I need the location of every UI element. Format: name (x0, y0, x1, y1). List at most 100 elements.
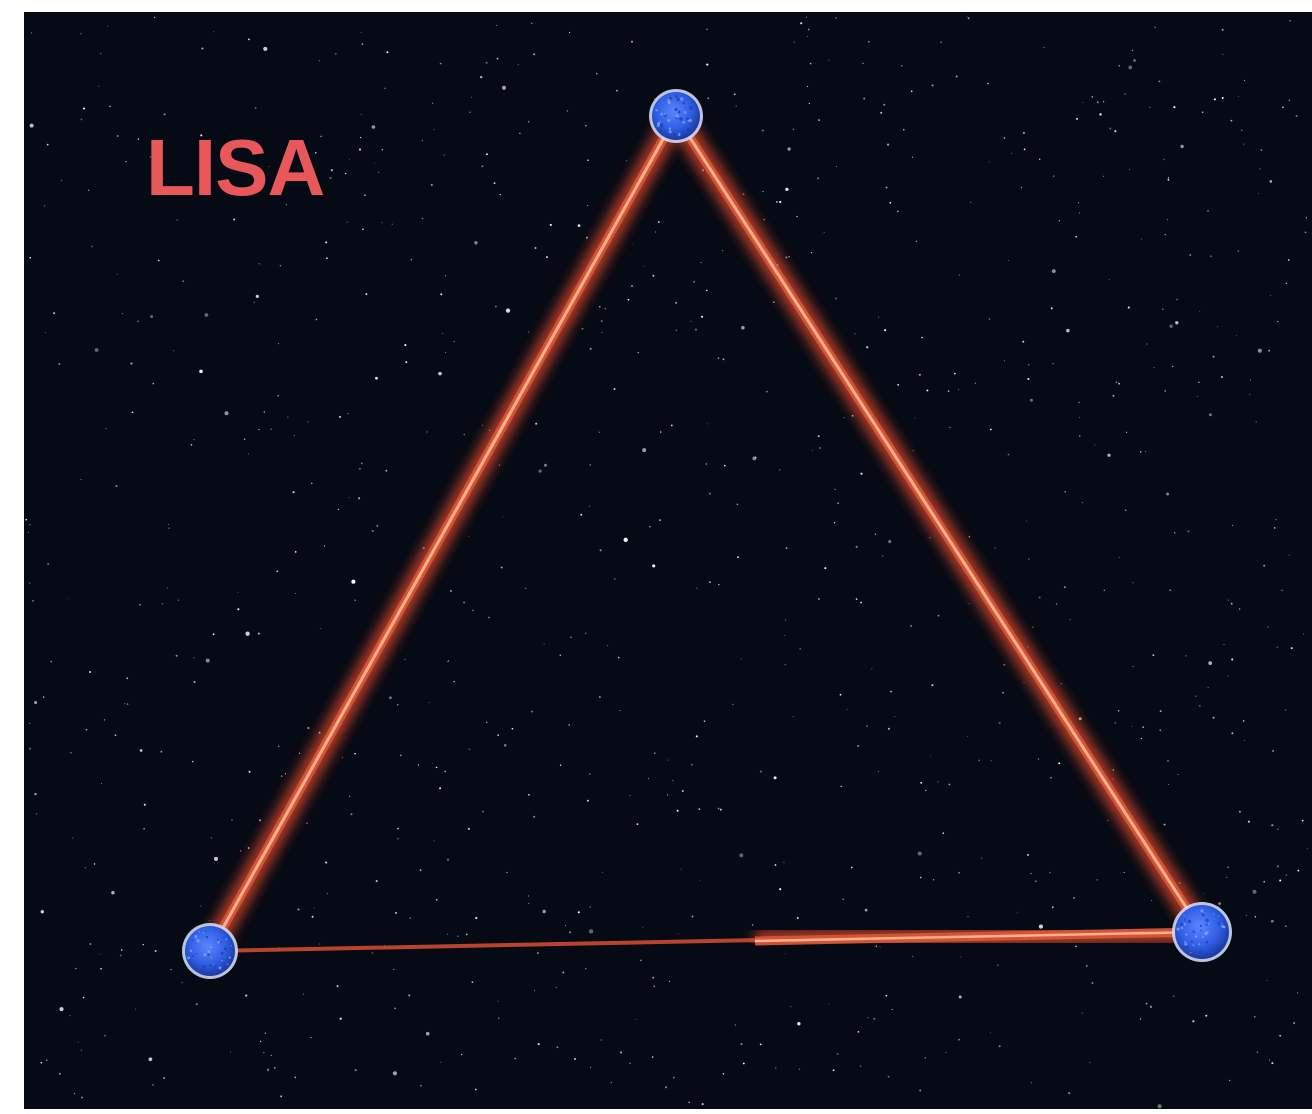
star (376, 525, 378, 527)
star (132, 411, 134, 413)
star (854, 333, 855, 334)
star (1124, 93, 1126, 95)
star (1286, 283, 1287, 284)
star (1056, 603, 1058, 605)
star (528, 331, 529, 332)
star (1222, 29, 1224, 31)
star (144, 804, 146, 806)
star (614, 578, 616, 580)
star (788, 256, 789, 257)
spacecraft-speckle (669, 130, 672, 133)
star (1141, 239, 1142, 240)
star (847, 709, 848, 710)
star (783, 862, 784, 863)
spacecraft-speckle (1200, 930, 1202, 932)
star (25, 519, 27, 521)
star (382, 149, 383, 150)
star (654, 98, 655, 99)
spacecraft-speckle (660, 121, 661, 122)
star (582, 328, 584, 330)
star (276, 570, 278, 572)
star (104, 719, 105, 720)
star (354, 753, 356, 755)
star (1289, 100, 1291, 102)
star (206, 659, 210, 663)
star (1078, 402, 1080, 404)
star (502, 516, 503, 517)
star (351, 580, 355, 584)
star (567, 110, 568, 111)
star (397, 838, 399, 840)
spacecraft-speckle (1183, 915, 1184, 916)
star (440, 293, 442, 295)
star (155, 950, 157, 952)
star (1270, 295, 1271, 296)
star (442, 333, 443, 334)
star (1129, 169, 1130, 170)
star (196, 1003, 198, 1005)
star (30, 257, 32, 259)
star (969, 536, 970, 537)
star (59, 1007, 63, 1011)
star (1289, 555, 1290, 556)
star (1125, 509, 1127, 511)
star (1226, 877, 1227, 878)
star (295, 551, 297, 553)
spacecraft-speckle (213, 964, 214, 965)
star (797, 917, 799, 919)
star (692, 916, 694, 918)
star (589, 506, 590, 507)
star (514, 1058, 516, 1060)
star (431, 184, 433, 186)
star (837, 502, 838, 503)
star (1231, 732, 1233, 734)
star (1158, 1104, 1162, 1108)
star (404, 344, 406, 346)
star (170, 969, 171, 970)
star (569, 32, 570, 33)
star (654, 752, 656, 754)
star (938, 781, 939, 782)
star (544, 464, 547, 467)
star (393, 1071, 397, 1075)
star (362, 43, 364, 45)
star (888, 540, 891, 543)
star (358, 497, 360, 499)
star (1190, 254, 1191, 255)
spacecraft-speckle (217, 939, 219, 941)
star (741, 659, 742, 660)
star (819, 447, 820, 448)
spacecraft-speckle (1184, 943, 1187, 946)
star (233, 218, 235, 220)
star (587, 800, 589, 802)
star (1195, 695, 1196, 696)
star (432, 103, 433, 104)
star (600, 1039, 602, 1041)
star (501, 567, 503, 569)
star (1154, 27, 1156, 29)
star (100, 968, 102, 970)
star (1141, 738, 1142, 739)
star (797, 1022, 800, 1025)
star (519, 133, 520, 134)
star (886, 995, 888, 997)
star (1124, 872, 1125, 873)
star (660, 431, 662, 433)
star (1032, 626, 1033, 627)
star (943, 832, 945, 834)
star (601, 320, 603, 322)
star (602, 872, 603, 873)
star (607, 645, 608, 646)
spacecraft-speckle (207, 954, 209, 956)
star (29, 748, 31, 750)
star (1008, 260, 1009, 261)
star (274, 1067, 276, 1069)
star (426, 1032, 430, 1036)
star (278, 746, 279, 747)
star (589, 929, 593, 933)
star (637, 823, 639, 825)
star (586, 237, 588, 239)
star (940, 42, 941, 43)
star (1307, 848, 1308, 849)
star (1221, 376, 1223, 378)
